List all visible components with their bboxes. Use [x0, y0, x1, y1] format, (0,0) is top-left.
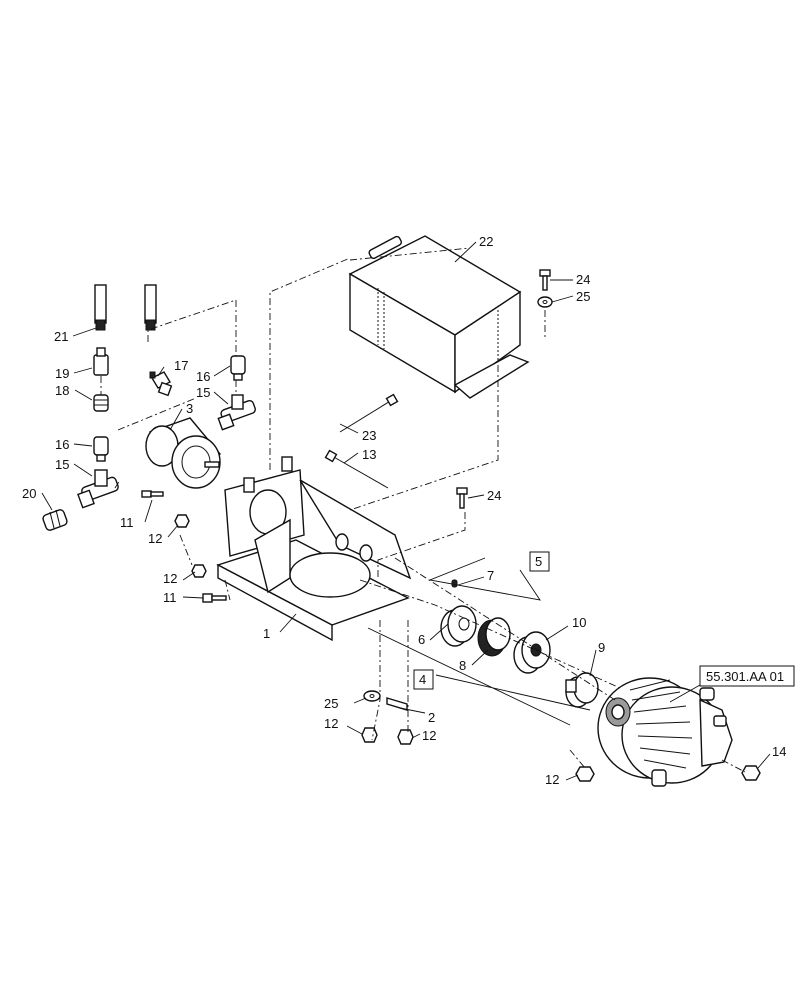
nut-12-alternator	[575, 766, 595, 782]
dowel-7	[451, 579, 458, 588]
fan-motor-3	[145, 417, 222, 489]
alternator	[597, 677, 733, 787]
clip-2	[386, 697, 408, 711]
callout-15-left: 15	[55, 457, 69, 472]
group-callout-5: 5	[529, 551, 550, 572]
washer-25-lower	[363, 690, 381, 702]
callout-12-left: 12	[163, 571, 177, 586]
callout-14: 14	[772, 744, 786, 759]
callout-15-right: 15	[196, 385, 210, 400]
callout-22: 22	[479, 234, 493, 249]
leader-lines	[41, 241, 771, 781]
group-callout-4: 4	[413, 669, 434, 690]
group-5-label: 5	[535, 554, 542, 569]
hose-assembly	[94, 155, 159, 331]
callout-7: 7	[487, 568, 494, 583]
tee-fitting-15-left	[77, 469, 119, 509]
nut-12-upper	[174, 514, 190, 528]
tee-fitting-15-right	[217, 394, 256, 431]
callout-21: 21	[54, 329, 68, 344]
callout-9: 9	[598, 640, 605, 655]
bolt-24-lower	[456, 487, 468, 509]
hub-9	[565, 672, 599, 708]
callout-23: 23	[362, 428, 376, 443]
callout-11-lower: 11	[163, 590, 177, 605]
fitting-16-left	[93, 436, 109, 462]
callout-11-upper: 11	[120, 515, 134, 530]
nut-12-lower-mid	[397, 729, 414, 745]
assembly-lines	[100, 247, 746, 773]
callout-16-left: 16	[55, 437, 69, 452]
callout-12-upper: 12	[148, 531, 162, 546]
hub-10	[513, 631, 551, 674]
mounting-bracket-1	[216, 456, 412, 642]
group-4-label: 4	[419, 672, 426, 687]
callout-16-right: 16	[196, 369, 210, 384]
callout-13: 13	[362, 447, 376, 462]
callout-25-upper: 25	[576, 289, 590, 304]
reference-box[interactable]: 55.301.AA 01	[699, 665, 795, 687]
bolt-11-upper	[141, 490, 164, 498]
callout-6: 6	[418, 632, 425, 647]
callout-3: 3	[186, 401, 193, 416]
bolt-23	[339, 393, 399, 433]
callout-17: 17	[174, 358, 188, 373]
nut-12-left	[191, 564, 207, 578]
cover-box-22	[348, 235, 530, 399]
adapter-20	[42, 509, 68, 531]
callout-12-lower-left: 12	[324, 716, 338, 731]
bolt-13	[324, 449, 389, 489]
fitting-16-right	[230, 355, 246, 381]
washer-25-upper	[537, 296, 553, 308]
callout-labels: 21 19 18 16 15 20 17 16 15 3 11 12 12 11…	[22, 234, 786, 787]
reference-label[interactable]: 55.301.AA 01	[706, 669, 784, 684]
callout-25-lower: 25	[324, 696, 338, 711]
fitting-17	[149, 371, 173, 397]
callout-8: 8	[459, 658, 466, 673]
bolt-24-upper	[539, 269, 551, 291]
hub-6	[440, 605, 477, 647]
fitting-19	[93, 347, 109, 376]
callout-1: 1	[263, 626, 270, 641]
spider-8	[477, 617, 511, 657]
nut-14	[741, 765, 761, 781]
group-brackets	[367, 557, 591, 726]
callout-20: 20	[22, 486, 36, 501]
callout-12-lower-mid: 12	[422, 728, 436, 743]
callout-2: 2	[428, 710, 435, 725]
callout-24-upper: 24	[576, 272, 590, 287]
callout-19: 19	[55, 366, 69, 381]
bolt-11-lower	[202, 593, 227, 603]
nut-12-lower-left	[361, 727, 378, 743]
callout-18: 18	[55, 383, 69, 398]
callout-10: 10	[572, 615, 586, 630]
fitting-18	[93, 394, 109, 412]
callout-12-alternator: 12	[545, 772, 559, 787]
callout-24-lower: 24	[487, 488, 501, 503]
